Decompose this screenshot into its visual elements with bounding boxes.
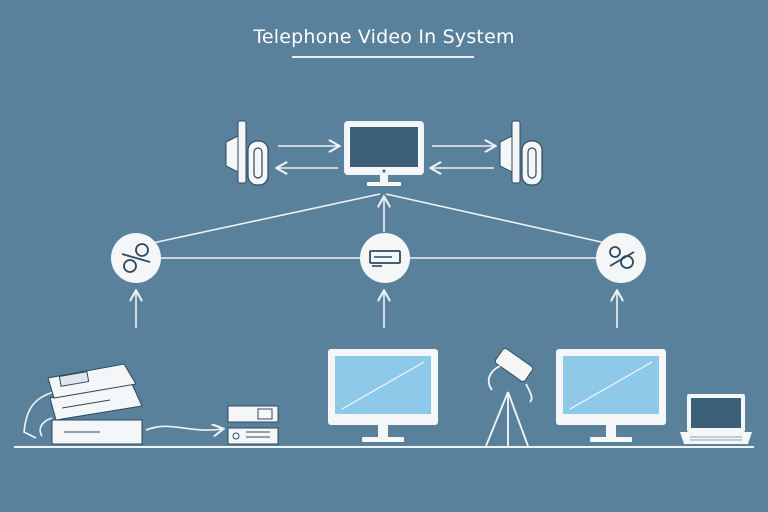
top-right-phone — [499, 120, 543, 186]
title-underline — [292, 56, 474, 58]
diagram-title: Telephone Video In System — [253, 26, 515, 48]
recorder-device — [227, 405, 279, 445]
top-monitor — [344, 121, 424, 186]
camera-tripod — [485, 347, 534, 447]
center-monitor — [328, 349, 438, 442]
connector-lines — [147, 193, 611, 259]
hub-left-link — [111, 233, 161, 283]
top-left-phone — [225, 120, 269, 186]
hub-center-device — [360, 233, 410, 283]
server-stack — [47, 363, 143, 445]
hub-right-link — [596, 233, 646, 283]
right-monitor — [556, 349, 666, 442]
flow-arrows — [23, 146, 617, 439]
laptop — [680, 394, 752, 444]
